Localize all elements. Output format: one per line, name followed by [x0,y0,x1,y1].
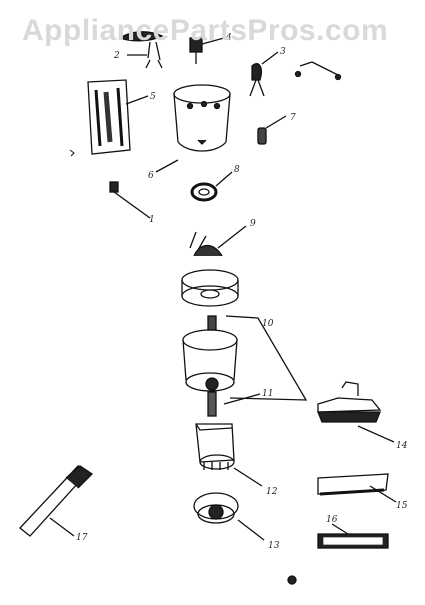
part-16-bristle-bar [317,523,389,549]
part-10-motor [182,315,308,401]
part-4-screw [189,37,225,64]
part-13-base-cap [193,492,265,541]
callout-12: 12 [266,487,278,497]
part-5-handle-grip [69,79,149,157]
part-1-screw [109,181,151,219]
part-6-housing [155,84,231,173]
callout-3: 3 [280,47,286,57]
callout-labels: 1 2 3 4 5 6 7 8 9 10 11 12 13 14 15 16 1… [76,33,408,551]
callout-1: 1 [149,215,155,225]
callout-7: 7 [290,113,296,123]
part-14-nozzle [317,381,395,443]
callout-17: 17 [76,533,88,543]
callout-13: 13 [268,541,280,551]
callout-11: 11 [262,389,273,399]
callout-15: 15 [396,501,408,511]
part-8-washer [190,171,233,202]
part-11-shaft [207,391,261,417]
callout-16: 16 [326,515,338,525]
part-9-fan [181,225,247,307]
callout-9: 9 [250,219,256,229]
watermark-text: AppliancePartsPros.com [22,14,389,47]
part-12-brush-housing [195,423,263,487]
stray-dot [287,575,297,585]
callout-14: 14 [396,441,408,451]
part-2-cord-clip [118,31,164,69]
callout-10: 10 [262,319,274,329]
callout-8: 8 [234,165,240,175]
part-3-switch [249,51,342,97]
part-17-crevice-tool [19,465,94,537]
callout-6: 6 [148,171,154,181]
callout-2: 2 [113,51,120,61]
part-15-bristle-strip [317,473,397,503]
callout-5: 5 [150,92,156,102]
callout-4: 4 [225,33,232,43]
part-7-bushing [257,115,287,145]
